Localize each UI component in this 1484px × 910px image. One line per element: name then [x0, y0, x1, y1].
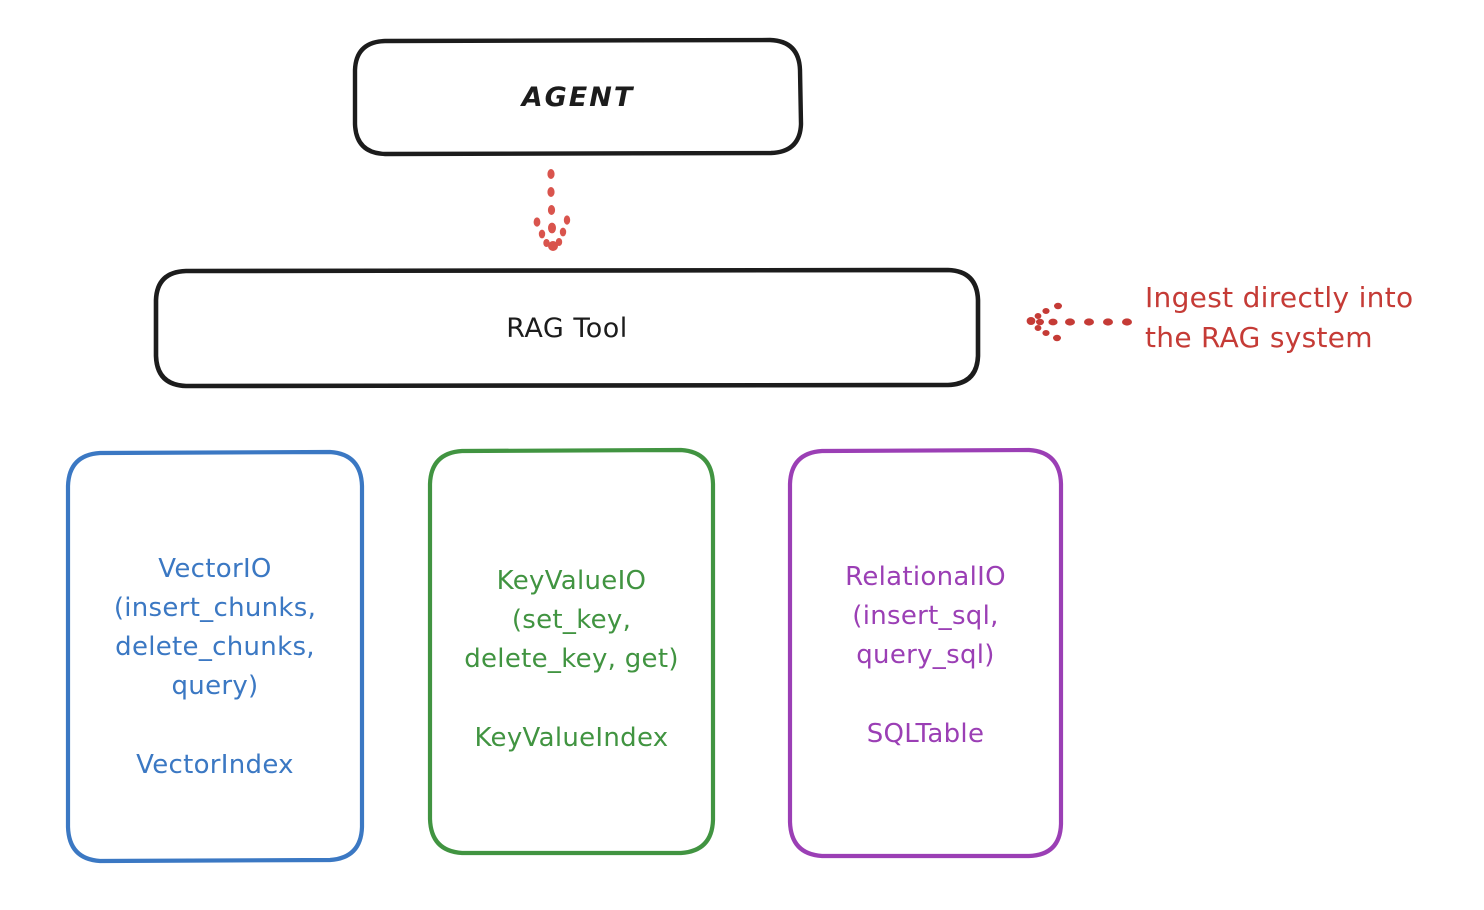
- node-agent[interactable]: AGENT: [355, 40, 801, 154]
- relational-io-title: RelationalIO (insert_sql, query_sql): [845, 561, 1006, 670]
- key-value-index-label: KeyValueIndex: [474, 723, 669, 753]
- vector-index-label: VectorIndex: [136, 749, 294, 780]
- rag-tool-box-outline: [153, 267, 981, 389]
- agent-to-rag-dotted-arrow: [533, 169, 571, 251]
- node-relational-io[interactable]: RelationalIO (insert_sql, query_sql) SQL…: [790, 450, 1061, 856]
- ingest-to-rag-dotted-arrow: [1026, 302, 1132, 342]
- key-value-io-box-outline: [427, 447, 716, 856]
- agent-box-outline: [352, 37, 804, 157]
- sql-table-label: SQLTable: [866, 718, 985, 749]
- vector-io-title: VectorIO (insert_chunks, delete_chunks, …: [113, 553, 317, 701]
- rag-tool-label: RAG Tool: [506, 312, 628, 344]
- vector-io-content: VectorIO (insert_chunks, delete_chunks, …: [68, 550, 362, 780]
- node-vector-io[interactable]: VectorIO (insert_chunks, delete_chunks, …: [68, 452, 362, 861]
- vector-io-box-outline: [65, 449, 365, 864]
- node-key-value-io[interactable]: KeyValueIO (set_key, delete_key, get) Ke…: [430, 450, 713, 853]
- relational-io-box-outline: [787, 447, 1064, 859]
- relational-io-content: RelationalIO (insert_sql, query_sql) SQL…: [790, 558, 1061, 749]
- node-rag-tool[interactable]: RAG Tool: [156, 270, 978, 386]
- key-value-io-title: KeyValueIO (set_key, delete_key, get): [464, 566, 679, 674]
- ingest-annotation-text: Ingest directly into the RAG system: [1145, 281, 1414, 354]
- agent-label: AGENT: [521, 81, 635, 113]
- key-value-io-content: KeyValueIO (set_key, delete_key, get) Ke…: [430, 562, 713, 753]
